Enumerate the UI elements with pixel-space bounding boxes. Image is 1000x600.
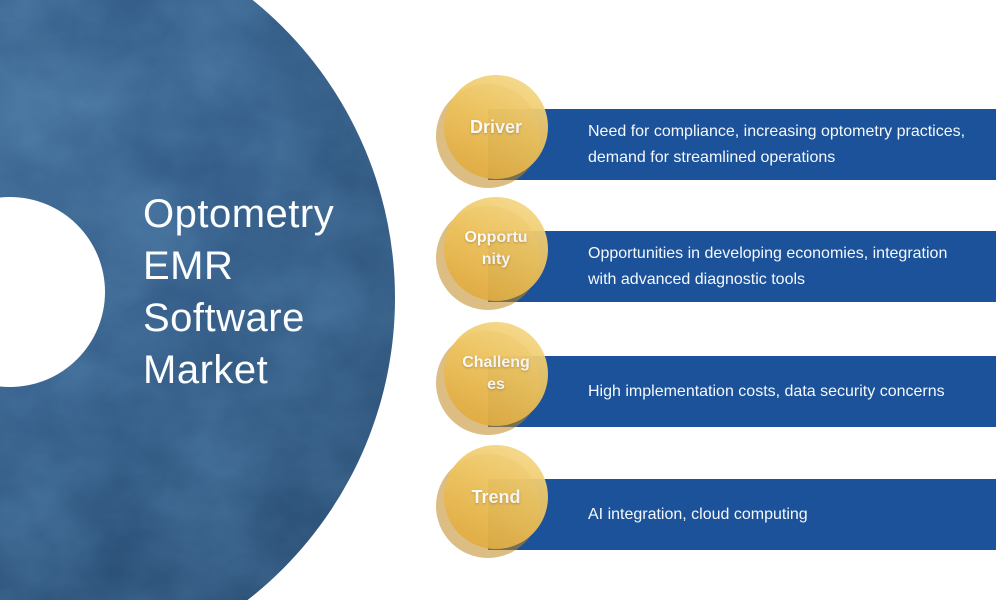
driver-bar: Need for compliance, increasing optometr… [488, 109, 996, 180]
driver-badge: Driver [444, 75, 548, 179]
trend-bar: AI integration, cloud computing [488, 479, 996, 550]
driver-label: Driver [469, 117, 523, 137]
driver-description: Need for compliance, increasing optometr… [588, 122, 966, 166]
market-donut [0, 0, 395, 600]
challenges-label: Challeng es [462, 354, 530, 393]
challenges-description: High implementation costs, data security… [588, 382, 945, 400]
market-title: Optometry EMR Software Market [143, 192, 335, 392]
opportunity-label: Opportu nity [464, 229, 528, 268]
challenges-badge: Challeng es [444, 322, 548, 426]
trend-label: Trend [471, 487, 521, 507]
challenges-bar: High implementation costs, data security… [488, 356, 996, 427]
opportunity-description: Opportunities in developing economies, i… [588, 244, 948, 288]
row-challenges: High implementation costs, data security… [0, 322, 1000, 452]
opportunity-bar: Opportunities in developing economies, i… [488, 231, 996, 302]
trend-description: AI integration, cloud computing [588, 505, 808, 523]
row-driver: Need for compliance, increasing optometr… [0, 75, 1000, 205]
row-trend: AI integration, cloud computing Trend [0, 445, 1000, 575]
trend-badge: Trend [444, 445, 548, 549]
opportunity-badge: Opportu nity [444, 197, 548, 301]
row-opportunity: Opportunities in developing economies, i… [0, 197, 1000, 327]
